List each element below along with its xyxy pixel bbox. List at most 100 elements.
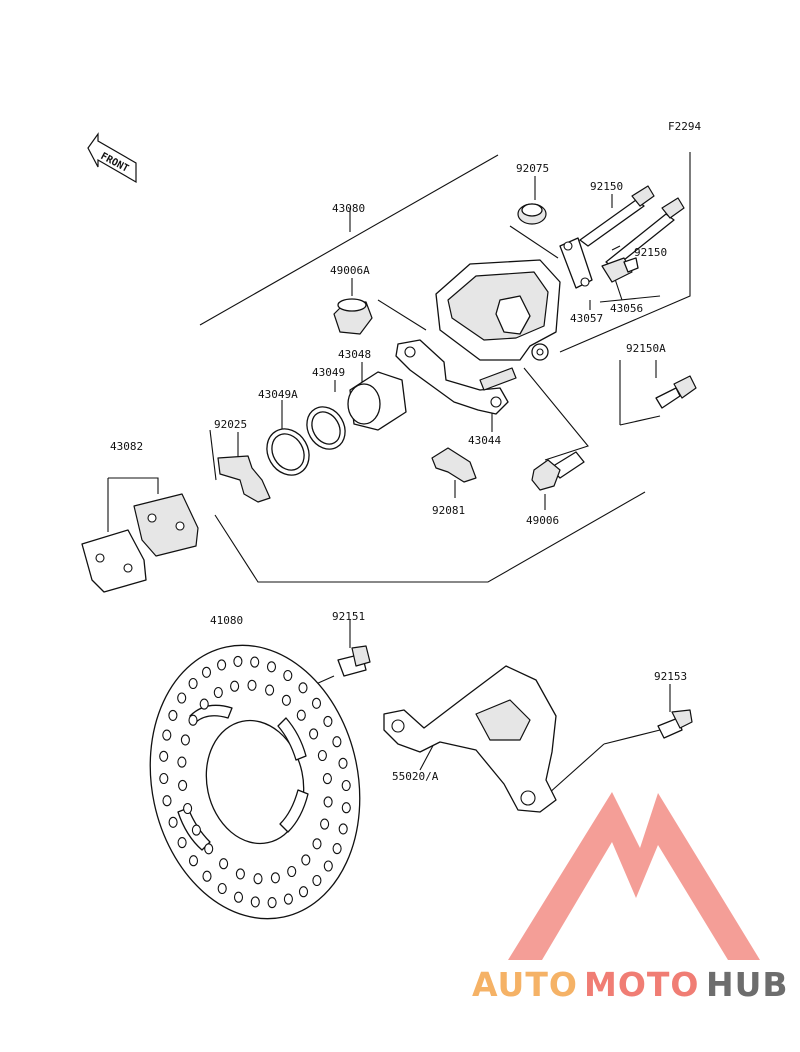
disc-drill-hole xyxy=(159,772,169,785)
part-labels: 43080 92075 92150 92150 49006A 43057 430… xyxy=(110,162,687,783)
disc-drill-hole xyxy=(341,802,351,814)
part-55020A-bracket xyxy=(383,665,557,813)
label-92151: 92151 xyxy=(332,610,365,623)
part-92153-bolt xyxy=(657,709,693,739)
disc-drill-hole xyxy=(177,837,187,849)
part-43049-seal xyxy=(306,406,346,450)
part-43044-bracket xyxy=(395,339,517,415)
watermark-logo: AUTO MOTO HUB xyxy=(472,792,789,1004)
disc-drill-hole xyxy=(219,858,229,870)
label-92150-top: 92150 xyxy=(590,180,623,193)
label-43049A: 43049A xyxy=(258,388,298,401)
disc-drill-hole xyxy=(267,897,277,909)
assembly-frame xyxy=(199,152,691,583)
label-43082: 43082 xyxy=(110,440,143,453)
disc-drill-hole xyxy=(312,874,322,887)
disc-drill-hole xyxy=(183,802,193,815)
disc-drill-hole xyxy=(230,680,240,692)
disc-drill-hole xyxy=(213,686,223,699)
disc-drill-hole xyxy=(250,896,260,908)
disc-drill-hole xyxy=(298,886,309,898)
disc-drill-hole xyxy=(178,779,188,791)
label-43056: 43056 xyxy=(610,302,643,315)
disc-drill-hole xyxy=(322,773,332,785)
disc-drill-hole xyxy=(201,666,212,678)
disc-drill-hole xyxy=(287,865,297,878)
disc-drill-hole xyxy=(177,756,187,768)
watermark-moto: MOTO xyxy=(584,965,699,1004)
part-49006-bolt xyxy=(531,451,585,491)
part-43082-pads xyxy=(81,493,199,593)
disc-drill-hole xyxy=(235,868,245,880)
label-92150A: 92150A xyxy=(626,342,666,355)
disc-drill-hole xyxy=(338,823,348,835)
disc-drill-hole xyxy=(270,872,280,884)
part-43080-caliper xyxy=(435,259,561,361)
disc-drill-hole xyxy=(283,893,293,905)
label-92153: 92153 xyxy=(654,670,687,683)
part-41080-disc xyxy=(149,644,361,920)
label-43044: 43044 xyxy=(468,434,501,447)
label-92150-mid: 92150 xyxy=(634,246,667,259)
part-92151-bolt xyxy=(337,645,371,677)
disc-drill-hole xyxy=(162,795,172,807)
label-92025: 92025 xyxy=(214,418,247,431)
front-arrow-icon: FRONT xyxy=(87,132,137,184)
disc-drill-hole xyxy=(159,750,169,762)
disc-drill-hole xyxy=(247,679,257,691)
label-41080: 41080 xyxy=(210,614,243,627)
disc-drill-hole xyxy=(283,669,293,682)
disc-drill-hole xyxy=(188,855,199,867)
part-43056-bleeder xyxy=(601,257,639,283)
disc-drill-hole xyxy=(323,715,333,727)
disc-drill-hole xyxy=(188,677,198,690)
label-43049: 43049 xyxy=(312,366,345,379)
disc-drill-hole xyxy=(217,659,227,671)
label-92075: 92075 xyxy=(516,162,549,175)
disc-drill-hole xyxy=(323,796,333,808)
disc-drill-hole xyxy=(332,736,342,748)
disc-drill-hole xyxy=(250,656,260,668)
part-49006A-seal xyxy=(333,298,373,335)
label-55020A: 55020/A xyxy=(392,770,439,783)
part-92150A-bolt xyxy=(655,375,697,409)
disc-drill-hole xyxy=(233,891,244,903)
disc-drill-hole xyxy=(320,818,330,830)
label-92081: 92081 xyxy=(432,504,465,517)
disc-drill-hole xyxy=(202,870,212,882)
label-43048: 43048 xyxy=(338,348,371,361)
figure-code: F2294 xyxy=(668,120,701,133)
disc-drill-hole xyxy=(199,698,209,710)
part-92075-boot xyxy=(517,203,547,225)
disc-drill-hole xyxy=(265,684,275,696)
label-49006A: 49006A xyxy=(330,264,370,277)
disc-drill-hole xyxy=(180,734,190,746)
disc-drill-hole xyxy=(191,824,201,836)
disc-drill-hole xyxy=(298,682,308,694)
part-92081-clip xyxy=(431,447,477,483)
part-92150-pins xyxy=(579,185,685,269)
label-43057: 43057 xyxy=(570,312,603,325)
part-43048-piston xyxy=(347,371,407,431)
disc-drill-hole xyxy=(253,873,263,885)
watermark-hub: HUB xyxy=(706,965,789,1004)
disc-drill-hole xyxy=(281,694,291,706)
disc-drill-hole xyxy=(296,709,306,721)
part-43049A-seal xyxy=(266,428,310,476)
label-43080: 43080 xyxy=(332,202,365,215)
disc-drill-hole xyxy=(168,709,178,721)
disc-drill-hole xyxy=(312,838,322,850)
disc-drill-hole xyxy=(188,714,198,726)
disc-drill-hole xyxy=(332,843,342,855)
label-49006: 49006 xyxy=(526,514,559,527)
disc-drill-hole xyxy=(301,854,311,866)
watermark-auto: AUTO xyxy=(472,965,578,1004)
disc-drill-hole xyxy=(317,749,327,762)
disc-drill-hole xyxy=(177,692,187,704)
disc-drill-hole xyxy=(168,816,178,828)
part-92025-spring xyxy=(217,455,271,503)
disc-drill-hole xyxy=(311,697,322,709)
disc-drill-hole xyxy=(341,779,351,792)
disc-drill-hole xyxy=(323,860,333,872)
